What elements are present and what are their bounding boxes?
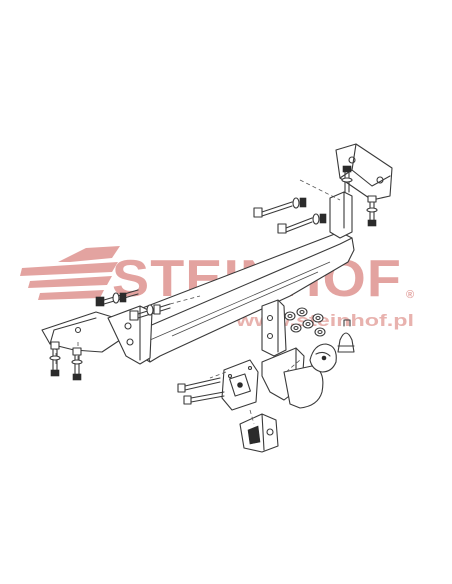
nut-icon [119, 292, 161, 315]
nut-icon [302, 319, 314, 329]
bolt-icon [183, 391, 225, 405]
bolt-icon [253, 197, 307, 218]
electrical-socket-icon [239, 409, 279, 453]
nut-icon [296, 307, 308, 317]
socket-plate-icon [221, 359, 259, 411]
nut-icon [312, 313, 324, 323]
bolt-icon [71, 347, 83, 381]
socket-cover-cap-icon [337, 319, 355, 353]
center-bracket-icon [261, 299, 287, 357]
mounting-bracket-left-icon [41, 305, 153, 366]
registered-mark: ® [406, 289, 414, 301]
bolt-group-right [253, 165, 378, 234]
bolt-icon [177, 377, 221, 393]
bolt-group-left [49, 289, 171, 381]
tow-ball-neck-icon [261, 343, 337, 409]
nut-cluster [284, 307, 326, 337]
bolt-icon [341, 165, 353, 193]
washer-icon [112, 292, 154, 316]
socket-bolts [177, 377, 225, 405]
bolt-icon [49, 341, 61, 377]
nut-icon [284, 311, 296, 321]
assembly-guide-lines [169, 295, 301, 379]
bolt-icon [277, 213, 327, 234]
swoosh-icon [20, 246, 120, 300]
nut-icon [314, 327, 326, 337]
bolt-icon [366, 195, 378, 227]
mounting-bracket-right-icon [299, 143, 393, 239]
nut-icon [290, 323, 302, 333]
